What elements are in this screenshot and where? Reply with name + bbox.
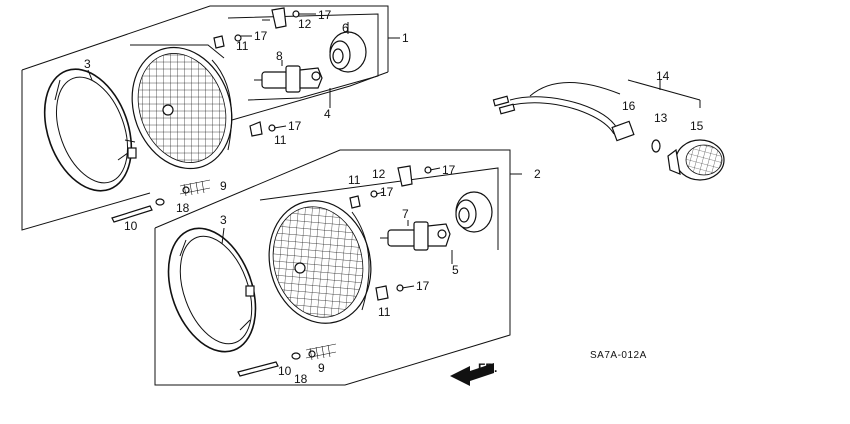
label-11-b: 11 bbox=[274, 133, 287, 147]
upper-assembly-frame bbox=[21, 5, 400, 231]
svg-text:FR.: FR. bbox=[478, 361, 497, 375]
upper-bulb-assembly bbox=[254, 65, 323, 93]
label-3-lower: 3 bbox=[220, 213, 227, 227]
label-11-c: 11 bbox=[348, 173, 361, 187]
front-direction-arrow: FR. bbox=[450, 361, 497, 386]
label-17-a: 17 bbox=[318, 8, 332, 22]
label-7: 7 bbox=[402, 207, 409, 221]
lower-bulb-assembly bbox=[380, 221, 451, 251]
lower-headlight-rim bbox=[167, 227, 257, 353]
label-11-d: 11 bbox=[378, 305, 391, 319]
label-2: 2 bbox=[534, 167, 541, 181]
label-9-lower: 9 bbox=[318, 361, 325, 375]
label-17-b: 17 bbox=[254, 29, 268, 43]
side-marker-light bbox=[492, 79, 725, 181]
label-18-upper: 18 bbox=[176, 201, 190, 215]
label-17-f: 17 bbox=[416, 279, 430, 293]
upper-socket-cover bbox=[329, 31, 367, 73]
lower-sealed-beam-lens bbox=[268, 200, 372, 324]
label-10-upper: 10 bbox=[124, 219, 138, 233]
label-12-lower: 12 bbox=[372, 167, 386, 181]
label-14: 14 bbox=[656, 69, 670, 83]
label-12-upper: 12 bbox=[298, 17, 312, 31]
label-9-upper: 9 bbox=[220, 179, 227, 193]
upper-headlight-rim bbox=[43, 68, 137, 192]
lower-assembly-frame bbox=[154, 149, 522, 386]
label-13: 13 bbox=[654, 111, 668, 125]
label-6: 6 bbox=[342, 21, 349, 35]
label-4: 4 bbox=[324, 107, 331, 121]
label-15: 15 bbox=[690, 119, 704, 133]
label-17-d: 17 bbox=[442, 163, 456, 177]
label-18-lower: 18 bbox=[294, 372, 308, 386]
label-10-lower: 10 bbox=[278, 364, 292, 378]
callout-lines bbox=[87, 13, 453, 289]
label-8: 8 bbox=[276, 49, 283, 63]
label-17-e: 17 bbox=[380, 185, 394, 199]
part-labels: 1 2 3 3 4 5 6 7 8 9 9 10 10 11 11 11 11 … bbox=[84, 8, 704, 386]
label-3-upper: 3 bbox=[84, 57, 91, 71]
label-17-c: 17 bbox=[288, 119, 302, 133]
lower-hardware bbox=[237, 165, 432, 377]
label-5: 5 bbox=[452, 263, 459, 277]
label-1: 1 bbox=[402, 31, 409, 45]
upper-sealed-beam-lens bbox=[131, 46, 233, 170]
lower-socket-cover bbox=[455, 191, 493, 233]
diagram-code: SA7A-012A bbox=[590, 350, 647, 361]
upper-hardware bbox=[111, 7, 300, 223]
label-16: 16 bbox=[622, 99, 636, 113]
label-11-a: 11 bbox=[236, 39, 249, 53]
